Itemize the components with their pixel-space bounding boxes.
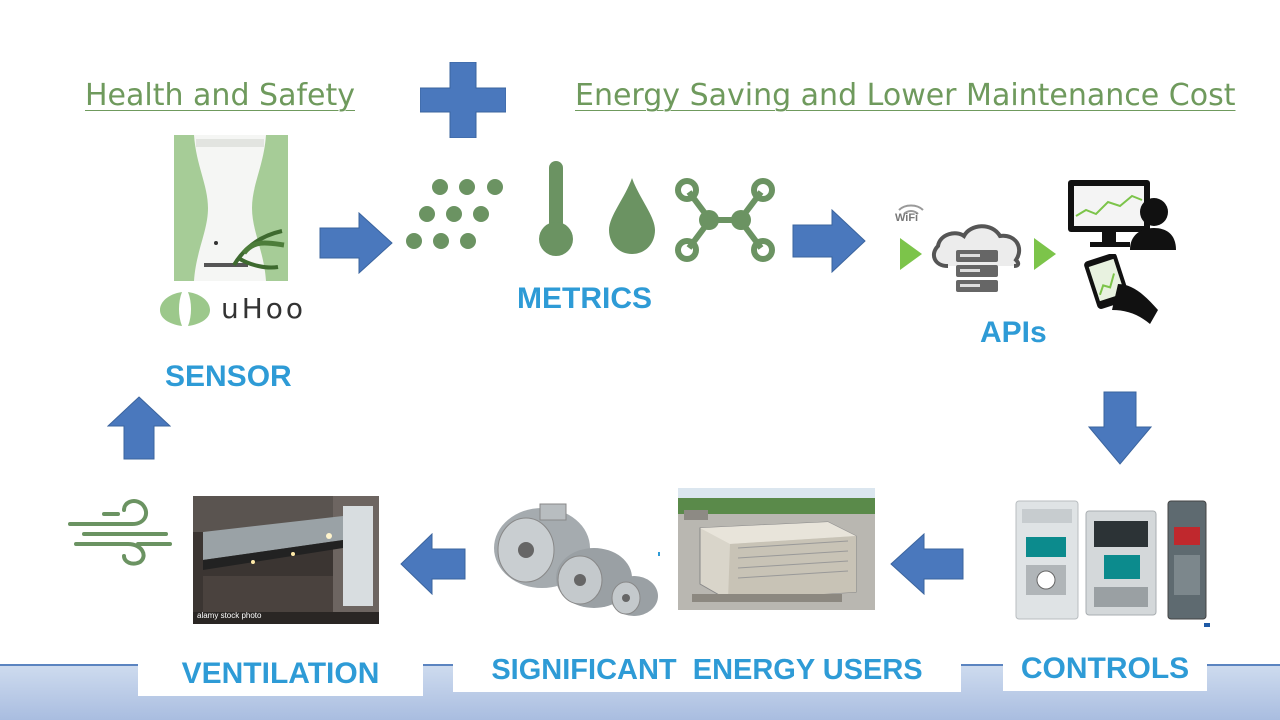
leaf-logo-icon bbox=[160, 292, 210, 326]
ventilation-label: VENTILATION bbox=[181, 656, 380, 690]
energy-users-box: SIGNIFICANT ENERGY USERS bbox=[453, 648, 961, 692]
arrow-left-1 bbox=[890, 533, 964, 595]
dots-icon bbox=[406, 179, 503, 249]
arrow-left-2 bbox=[400, 533, 466, 595]
electric-motors-photo bbox=[482, 498, 660, 620]
thermometer-icon bbox=[539, 161, 573, 256]
energy-users-label: SIGNIFICANT ENERGY USERS bbox=[491, 653, 923, 686]
desktop-user-icon bbox=[1068, 180, 1176, 250]
ventilation-hood-photo: alamy stock photo bbox=[193, 496, 379, 624]
sensor-photo bbox=[174, 135, 288, 281]
metrics-label: METRICS bbox=[517, 282, 652, 315]
plus-icon bbox=[420, 62, 506, 138]
sensor-label: SENSOR bbox=[165, 360, 292, 393]
controls-label: CONTROLS bbox=[1020, 652, 1190, 685]
uhoo-brand: uHoo bbox=[221, 292, 307, 325]
wifi-label: WiFi bbox=[895, 212, 919, 224]
cloud-server-icon bbox=[931, 224, 1022, 292]
play-icon-2 bbox=[1034, 238, 1056, 270]
water-drop-icon bbox=[609, 178, 655, 254]
hvac-unit-photo bbox=[678, 488, 875, 610]
wifi-icon bbox=[898, 204, 924, 215]
arrow-right-2 bbox=[792, 209, 866, 273]
controls-photo bbox=[1008, 497, 1214, 629]
apis-label: APIs bbox=[980, 316, 1047, 349]
health-safety-heading: Health and Safety bbox=[85, 78, 355, 113]
arrow-up bbox=[107, 396, 171, 460]
energy-saving-heading: Energy Saving and Lower Maintenance Cost bbox=[575, 78, 1236, 113]
arrow-down bbox=[1088, 391, 1152, 465]
controls-box: CONTROLS bbox=[1003, 647, 1207, 691]
photo-watermark: alamy stock photo bbox=[197, 611, 262, 620]
arrow-right-1 bbox=[319, 212, 393, 274]
wind-icon bbox=[68, 499, 172, 566]
ventilation-box: VENTILATION bbox=[138, 651, 423, 696]
network-nodes-icon bbox=[675, 178, 775, 262]
smartphone-hand-icon bbox=[1084, 254, 1158, 324]
play-icon-1 bbox=[900, 238, 922, 270]
